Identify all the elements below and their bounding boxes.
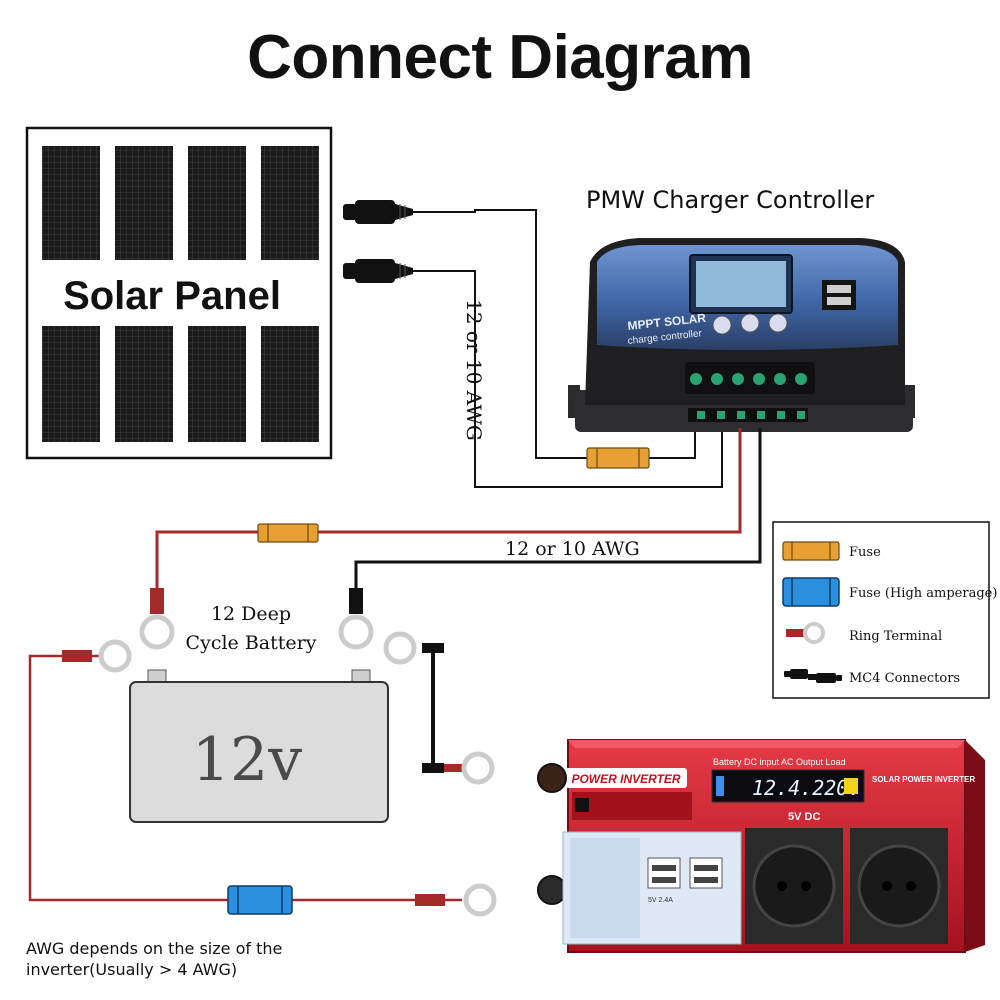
panel-cell [261, 146, 319, 260]
panel-wires [343, 200, 723, 488]
usb-port-label: 5V 2.4A [648, 897, 673, 904]
usb-port-icon [647, 857, 681, 889]
usb-port-icon [822, 280, 856, 310]
screw-terminal [690, 373, 702, 385]
inverter-display-value: 12.4.220. [752, 776, 860, 800]
controller-heading: PMW Charger Controller [586, 186, 875, 214]
inverter-status-header: Battery DC input AC Output Load [713, 757, 846, 767]
page-title: Connect Diagram [247, 23, 753, 92]
screw-terminal [753, 373, 765, 385]
ring-terminal-icon [139, 588, 175, 650]
negative-bus-bar [422, 643, 495, 785]
legend-label-fuse: Fuse [849, 545, 881, 560]
inverter-brand: POWER INVERTER [571, 772, 680, 786]
mc4-connector-icon [784, 669, 842, 683]
ring-terminal-icon [383, 631, 417, 665]
usb-port-icon [689, 857, 723, 889]
battery: 12v [129, 669, 389, 823]
panel-cell [188, 146, 246, 260]
legend-label-mc4-connectors: MC4 Connectors [849, 671, 960, 686]
ac-socket [857, 844, 941, 928]
solar-panel: Solar Panel [25, 126, 333, 460]
panel-cell [115, 326, 173, 442]
fuse-icon [257, 523, 319, 543]
charge-controller: MPPT SOLAR charge controller [568, 238, 915, 432]
mc4-connector-icon [343, 259, 413, 283]
screw-terminal [711, 373, 723, 385]
fuse-icon [782, 541, 840, 561]
fuse-icon [586, 447, 650, 469]
panel-cell [188, 326, 246, 442]
panel-cell [42, 146, 100, 260]
power-inverter: POWER INVERTER Battery DC input AC Outpu… [537, 739, 985, 953]
screw-terminal [774, 373, 786, 385]
battery-voltage-label: 12v [192, 725, 302, 795]
inverter-right-title: SOLAR POWER INVERTER [872, 775, 975, 784]
up-button[interactable] [740, 313, 760, 333]
power-knob[interactable] [537, 763, 567, 793]
panel-cell [115, 146, 173, 260]
mc4-connector-icon [343, 200, 413, 224]
legend-label-ring-terminal: Ring Terminal [849, 629, 942, 644]
inverter-display [711, 769, 865, 803]
battery-wires [139, 428, 762, 650]
menu-button[interactable] [712, 315, 732, 335]
panel-cell [42, 326, 100, 442]
high-amperage-fuse-icon [782, 577, 840, 607]
ring-terminal-icon [62, 639, 132, 673]
screw-terminal [795, 373, 807, 385]
wire-gauge-label-battery: 12 or 10 AWG [505, 538, 640, 560]
down-button[interactable] [768, 313, 788, 333]
panel-cell [261, 326, 319, 442]
screw-terminal [732, 373, 744, 385]
ring-terminal-icon [415, 883, 497, 917]
inverter-awg-note: AWG depends on the size of the inverter(… [26, 939, 283, 979]
wire-gauge-label-panel: 12 or 10 AWG [462, 299, 486, 441]
legend: Fuse Fuse (High amperage) Ring Terminal … [772, 521, 997, 699]
ring-terminal-icon [786, 622, 825, 644]
high-amperage-fuse-icon [227, 885, 293, 915]
power-knob[interactable] [537, 875, 567, 905]
inverter-wires [28, 631, 497, 917]
legend-label-high-amperage-fuse: Fuse (High amperage) [849, 586, 997, 601]
solar-panel-label: Solar Panel [63, 274, 281, 318]
battery-caption: 12 Deep Cycle Battery [185, 603, 317, 654]
ring-terminal-icon [338, 588, 374, 650]
ac-socket [752, 844, 836, 928]
inverter-usb-label: 5V DC [788, 811, 820, 823]
